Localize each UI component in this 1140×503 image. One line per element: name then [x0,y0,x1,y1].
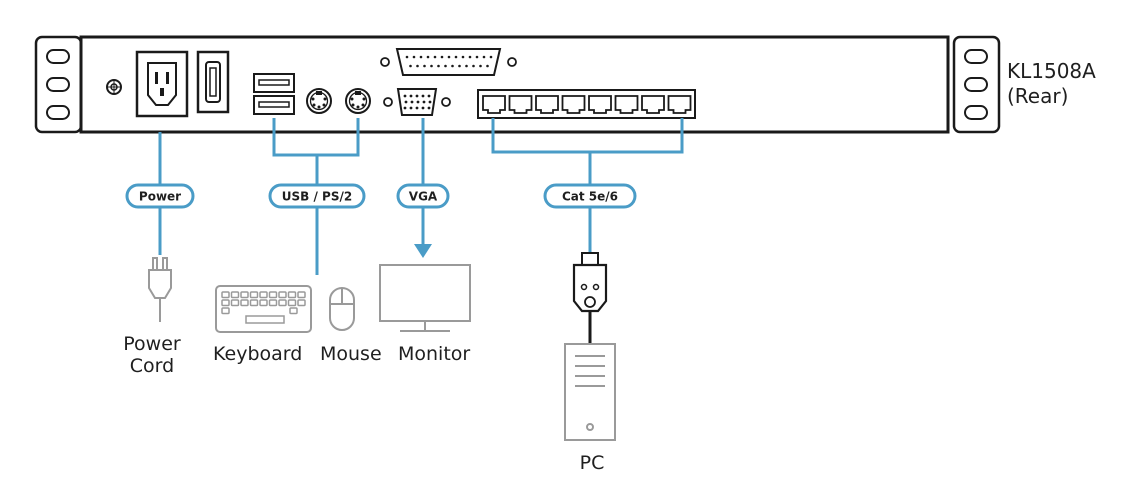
model-name: KL1508A [1007,59,1096,83]
svg-text:Power: Power [139,190,181,204]
rj45-jack [535,95,559,114]
mouse-label: Mouse [320,343,382,365]
monitor-icon [379,264,471,332]
rj45-jack [641,95,665,114]
left-rack-ear [34,35,83,134]
vga-arrow-icon [414,244,432,258]
svg-text:USB / PS/2: USB / PS/2 [282,190,352,204]
usb-ports [253,73,295,115]
power-connector-label: Power [125,183,195,209]
rj45-connector-icon [572,250,608,343]
power-plug-icon [148,257,172,322]
svg-text:VGA: VGA [409,190,438,204]
keyboard-icon [215,285,312,333]
vga-port [383,88,451,116]
cat-connector-label: Cat 5e/6 [543,183,637,209]
keyboard-label: Keyboard [213,343,302,365]
svg-text:Cat 5e/6: Cat 5e/6 [562,190,618,204]
rj45-jack [588,95,612,114]
monitor-label: Monitor [398,343,470,365]
rj45-jack [667,95,692,114]
rj45-jack [508,95,533,114]
ground-screw-icon [106,79,122,95]
db25-port [380,48,517,76]
rj45-jack [482,95,506,114]
right-rack-ear [952,35,1001,134]
model-view: (Rear) [1007,84,1068,108]
rj45-jack [614,95,639,114]
power-cord-label-line2: Cord [130,355,174,377]
power-cord-label-line1: Power [123,333,181,355]
ps2-ports [306,88,371,114]
rj45-ports [477,89,696,119]
rj45-jack [561,95,586,114]
power-socket [135,50,189,118]
power-switch [196,50,230,114]
mouse-icon [329,287,355,331]
cables [158,118,684,275]
pc-tower-icon [564,343,616,441]
pc-label: PC [580,452,605,474]
vga-connector-label: VGA [396,183,450,209]
usb-ps2-connector-label: USB / PS/2 [268,183,366,209]
